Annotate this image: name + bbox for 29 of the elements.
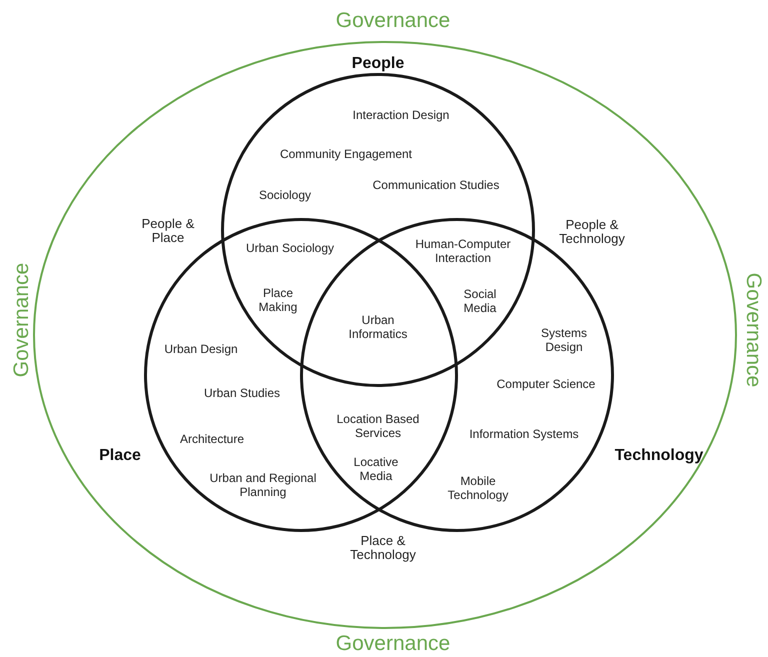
region-label: Governance	[741, 272, 765, 388]
topic-label: Human-Computer Interaction	[414, 237, 512, 265]
topic-label: Social Media	[462, 287, 498, 315]
topic-label: Interaction Design	[352, 108, 450, 122]
region-label: Governance	[336, 632, 450, 656]
topic-label: Systems Design	[540, 326, 588, 354]
set-heading: Technology	[614, 447, 704, 465]
topic-label: Locative Media	[352, 455, 400, 483]
set-heading: People	[352, 55, 404, 73]
topic-label: Computer Science	[496, 377, 596, 391]
region-label: Governance	[336, 9, 450, 33]
topic-label: Location Based Services	[336, 412, 420, 440]
topic-label: Mobile Technology	[446, 474, 510, 502]
topic-label: Community Engagement	[278, 147, 414, 161]
topic-label: Communication Studies	[372, 178, 500, 192]
topic-label: Urban and Regional Planning	[208, 471, 318, 499]
topic-label: Place Making	[258, 286, 298, 314]
topic-label: Urban Sociology	[244, 241, 336, 255]
overlap-label: People & Technology	[558, 218, 626, 246]
topic-label: Architecture	[178, 432, 246, 446]
set-heading: Place	[99, 447, 141, 465]
topic-label: Urban Informatics	[348, 313, 408, 341]
topic-label: Urban Studies	[202, 386, 282, 400]
overlap-label: People & Place	[140, 217, 196, 245]
topic-label: Information Systems	[468, 427, 580, 441]
topic-label: Urban Design	[163, 342, 239, 356]
region-label: Governance	[10, 262, 34, 378]
overlap-label: Place & Technology	[349, 534, 417, 562]
topic-label: Sociology	[258, 188, 312, 202]
